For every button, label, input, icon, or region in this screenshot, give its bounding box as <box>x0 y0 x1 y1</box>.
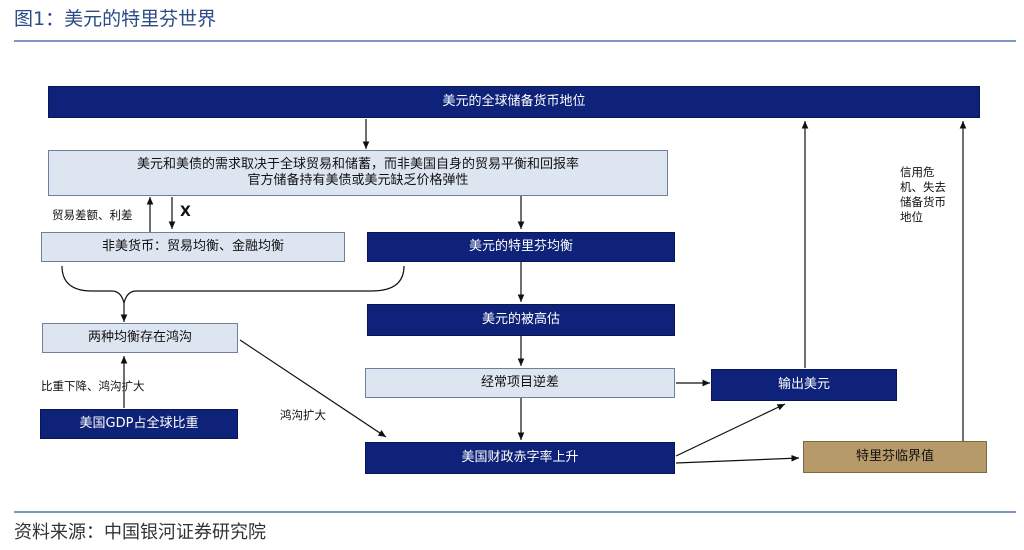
credit-crisis-label: 信用危 机、失去 储备货币 地位 <box>900 165 946 225</box>
non-usd-box: 非美货币：贸易均衡、金融均衡 <box>41 232 345 262</box>
credit-crisis-line-2: 机、失去 <box>900 180 946 194</box>
figure-title: 图1：美元的特里芬世界 <box>14 8 217 30</box>
demand-line-1: 美元和美债的需求取决于全球贸易和储蓄，而非美国自身的贸易平衡和回报率 <box>136 157 579 172</box>
overvalued-box: 美元的被高估 <box>367 304 675 336</box>
source-note: 资料来源：中国银河证券研究院 <box>14 522 266 543</box>
arrow-fiscal-to-export <box>675 403 786 457</box>
credit-crisis-line-4: 地位 <box>900 210 923 224</box>
current-account-box: 经常项目逆差 <box>365 368 675 398</box>
us-gdp-box: 美国GDP占全球比重 <box>40 409 238 439</box>
triffin-balance-box: 美元的特里芬均衡 <box>367 232 675 262</box>
arrow-fiscal-to-threshold <box>675 454 800 464</box>
two-gaps-box: 两种均衡存在鸿沟 <box>42 323 238 353</box>
brace <box>61 265 405 304</box>
credit-crisis-line-1: 信用危 <box>900 165 935 179</box>
fiscal-deficit-box: 美国财政赤字率上升 <box>365 442 675 474</box>
bottom-divider <box>14 511 1016 513</box>
gap-widen-label: 鸿沟扩大 <box>280 408 326 422</box>
arrow-gaps-to-fiscal <box>239 339 387 438</box>
reserve-status-box: 美元的全球储备货币地位 <box>48 86 980 118</box>
top-divider <box>14 40 1016 42</box>
credit-crisis-line-3: 储备货币 <box>900 195 946 209</box>
demand-line-2: 官方储备持有美债或美元缺乏价格弹性 <box>247 173 469 188</box>
x-mark: X <box>180 204 191 220</box>
export-usd-box: 输出美元 <box>711 369 897 401</box>
share-down-label: 比重下降、鸿沟扩大 <box>41 379 145 393</box>
demand-box: 美元和美债的需求取决于全球贸易和储蓄，而非美国自身的贸易平衡和回报率 官方储备持… <box>48 150 668 196</box>
trade-diff-label: 贸易差额、利差 <box>52 208 133 222</box>
triffin-threshold-box: 特里芬临界值 <box>803 441 987 473</box>
